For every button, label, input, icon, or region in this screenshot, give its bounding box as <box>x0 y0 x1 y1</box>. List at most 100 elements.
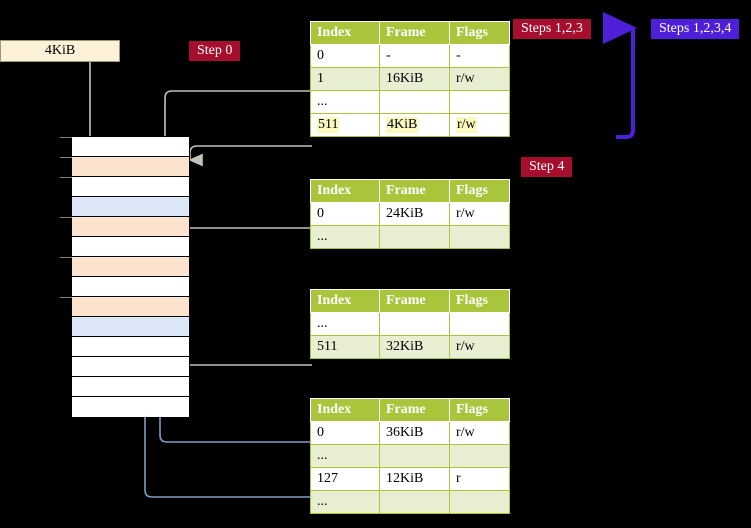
table-cell: 4KiB <box>379 113 450 137</box>
memory-frame-row <box>72 377 189 397</box>
table-cell <box>379 444 450 468</box>
table-cell: 511 <box>310 335 380 359</box>
table-row: ... <box>310 90 510 114</box>
memory-frame-row <box>60 177 189 197</box>
wire-t1row511-to-memory <box>188 145 312 167</box>
memory-tick-mark <box>60 177 72 178</box>
table-cell <box>449 490 510 514</box>
column-header-flags: Flags <box>449 398 510 422</box>
column-header-frame: Frame <box>379 179 450 203</box>
table-cell: r/w <box>449 202 510 226</box>
table-cell <box>379 225 450 249</box>
table-cell: ... <box>310 490 380 514</box>
table-cell: r/w <box>449 113 510 137</box>
column-header-frame: Frame <box>379 289 450 313</box>
table-cell <box>449 312 510 336</box>
column-header-flags: Flags <box>449 21 510 45</box>
table-cell: 1 <box>310 67 380 91</box>
memory-tick-mark <box>60 157 72 158</box>
table-row: ... <box>310 225 510 249</box>
table-cell: 24KiB <box>379 202 450 226</box>
column-header-frame: Frame <box>379 21 450 45</box>
badge-step-4: Step 4 <box>521 157 573 177</box>
physical-memory-column <box>60 136 190 417</box>
table-cell <box>449 225 510 249</box>
table-cell: 511 <box>310 113 380 137</box>
memory-frame-row <box>60 157 189 177</box>
table-cell <box>379 312 450 336</box>
column-header-index: Index <box>310 21 380 45</box>
memory-tick-mark <box>60 257 72 258</box>
table-cell <box>449 444 510 468</box>
memory-frame-row <box>72 357 189 377</box>
memory-frame-row <box>60 217 189 237</box>
table-cell: 0 <box>310 202 380 226</box>
table-cell: - <box>379 44 450 68</box>
badge-step-0: Step 0 <box>189 41 241 61</box>
column-header-flags: Flags <box>449 179 510 203</box>
table-cell: 0 <box>310 44 380 68</box>
column-header-frame: Frame <box>379 398 450 422</box>
table-row: ... <box>310 444 510 468</box>
highlighted-value: r/w <box>456 117 477 133</box>
memory-tick-mark <box>60 297 72 298</box>
table-cell: 32KiB <box>379 335 450 359</box>
memory-frame-row <box>60 137 189 157</box>
table-row: 511 4KiB r/w <box>310 113 510 137</box>
memory-frame-row <box>72 337 189 357</box>
table-cell: 127 <box>310 467 380 491</box>
table-cell: 16KiB <box>379 67 450 91</box>
memory-frame-row <box>72 277 189 297</box>
memory-frame-row <box>60 257 189 277</box>
badge-steps-123: Steps 1,2,3 <box>513 19 591 39</box>
memory-frame-row <box>60 297 189 317</box>
table-row: ... <box>310 312 510 336</box>
table-cell: ... <box>310 444 380 468</box>
memory-frame-row <box>72 197 189 217</box>
table-cell <box>449 90 510 114</box>
highlighted-value: 4KiB <box>386 117 419 133</box>
table-cell: r/w <box>449 421 510 445</box>
memory-frame-row <box>72 317 189 337</box>
memory-frame-row <box>72 237 189 257</box>
wire-t2row0-to-memory <box>173 227 312 279</box>
badge-steps-1234: Steps 1,2,3,4 <box>651 19 740 39</box>
size-label-4kib: 4KiB <box>0 40 120 62</box>
table-cell: 0 <box>310 421 380 445</box>
table-row: ... <box>310 490 510 514</box>
highlighted-value: 511 <box>317 117 340 133</box>
table-cell: ... <box>310 90 380 114</box>
table-cell: ... <box>310 225 380 249</box>
table-cell: 36KiB <box>379 421 450 445</box>
table-cell <box>379 90 450 114</box>
memory-frame-row <box>72 397 189 417</box>
column-header-index: Index <box>310 398 380 422</box>
table-cell: 12KiB <box>379 467 450 491</box>
table-cell: ... <box>310 312 380 336</box>
column-header-index: Index <box>310 179 380 203</box>
memory-tick-mark <box>60 217 72 218</box>
table-cell <box>379 490 450 514</box>
memory-tick-mark <box>60 137 72 138</box>
wire-steps-loop <box>603 12 637 139</box>
column-header-index: Index <box>310 289 380 313</box>
table-cell: r <box>449 467 510 491</box>
table-cell: r/w <box>449 335 510 359</box>
